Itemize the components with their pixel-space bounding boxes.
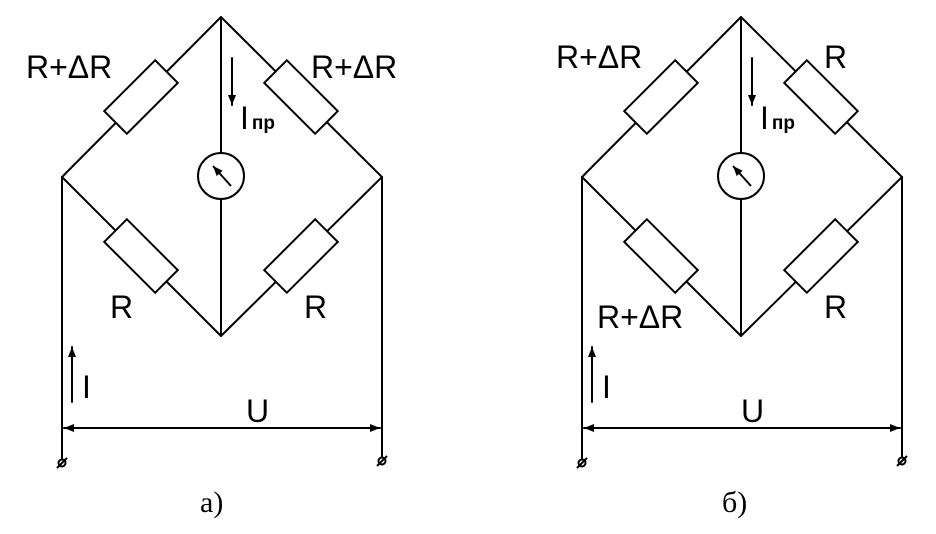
label-voltage: U: [246, 393, 269, 429]
label-current-main: I: [602, 369, 611, 405]
resistor-top-right: [262, 58, 340, 136]
terminal-icon: [896, 455, 908, 467]
resistor-top-right: [782, 58, 860, 136]
terminal-icon: [576, 457, 588, 469]
label-r-bottom-left: R: [110, 289, 133, 325]
label-voltage: U: [741, 393, 764, 429]
resistor-bottom-right: [262, 217, 340, 295]
resistor-bottom-left: [622, 217, 700, 295]
label-current-main: I: [82, 369, 91, 405]
resistor-bottom-left: [102, 217, 180, 295]
label-r-bottom-right: R: [824, 289, 847, 325]
label-r-top-right: R+ΔR: [311, 49, 397, 85]
label-r-bottom-right: R: [304, 289, 327, 325]
resistor-bottom-right: [782, 217, 860, 295]
galvanometer-icon: [717, 152, 765, 200]
label-r-top-left: R+ΔR: [556, 39, 642, 75]
label-r-top-right: R: [824, 39, 847, 75]
caption-b: б): [722, 486, 747, 519]
label-r-bottom-left: R+ΔR: [597, 299, 683, 335]
terminal-icon: [56, 457, 68, 469]
caption-a: а): [200, 486, 223, 519]
label-r-top-left: R+ΔR: [26, 49, 112, 85]
terminal-icon: [376, 455, 388, 467]
resistor-top-left: [622, 58, 700, 136]
galvanometer-icon: [197, 152, 245, 200]
resistor-top-left: [102, 58, 180, 136]
